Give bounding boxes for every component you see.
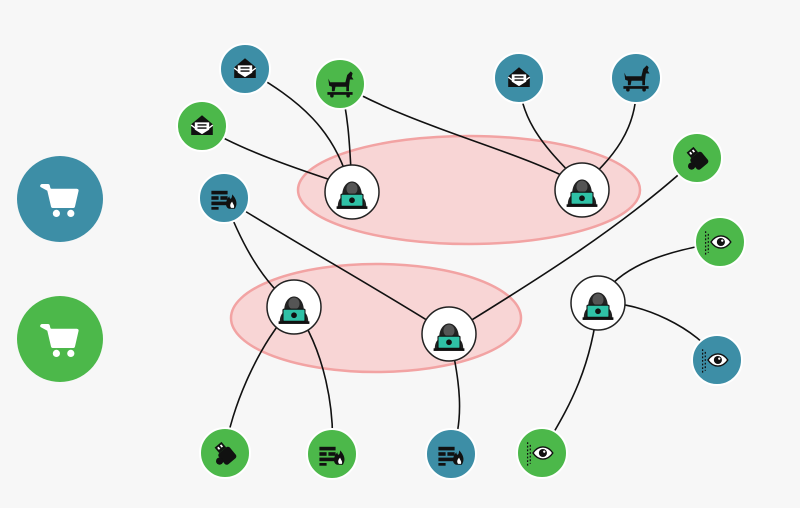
threat-node-envelope-1 [219,43,271,95]
threat-node-eye-2 [691,334,743,386]
edge [223,197,450,335]
threat-node-firewall-2 [306,428,358,480]
hacker-node-e [570,275,626,331]
hacker-node-d [421,306,477,362]
threat-node-envelope-3 [176,100,228,152]
hacker-node-c [266,279,322,335]
edge [448,157,698,335]
threat-node-firewall-1 [198,172,250,224]
threat-node-usb-2 [199,427,251,479]
edge [339,83,583,187]
threat-node-envelope-2 [493,52,545,104]
legend-cart-green [17,296,103,382]
hacker-node-b [554,162,610,218]
legend-cart-blue [17,156,103,242]
threat-node-trojan-1 [314,58,366,110]
cluster-highlight-upper [296,134,642,246]
threat-node-eye-1 [694,216,746,268]
threat-node-trojan-2 [610,52,662,104]
threat-node-firewall-3 [425,428,477,480]
hacker-node-a [324,164,380,220]
threat-node-eye-3 [516,427,568,479]
threat-node-usb-1 [671,132,723,184]
